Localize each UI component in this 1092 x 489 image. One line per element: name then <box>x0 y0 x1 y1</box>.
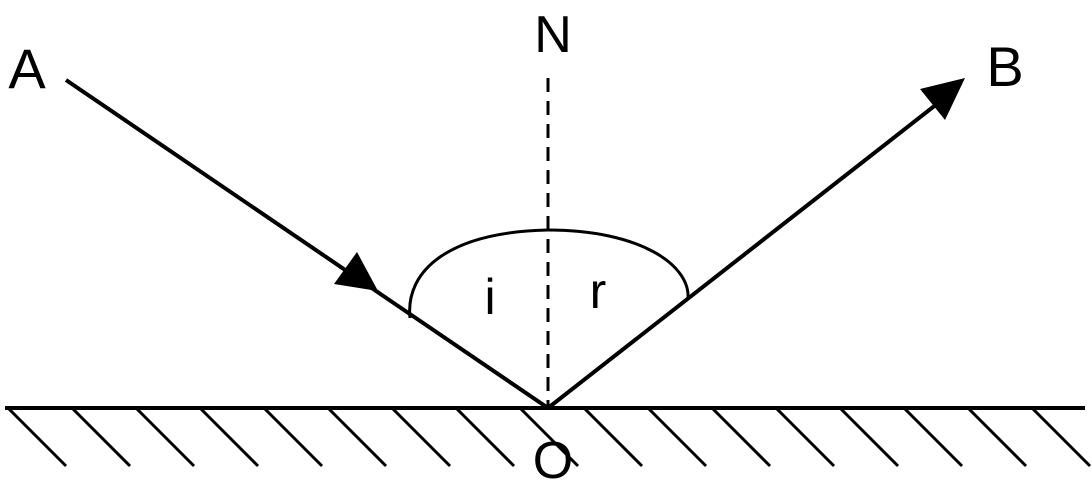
hatch-line <box>1030 406 1092 468</box>
hatch-line <box>710 406 772 468</box>
hatch-line <box>582 406 644 468</box>
mirror-hatching <box>6 406 1092 468</box>
hatch-line <box>646 406 708 468</box>
hatch-line <box>902 406 964 468</box>
incident-ray <box>64 78 550 410</box>
hatch-line <box>262 406 324 468</box>
hatch-line <box>518 406 580 468</box>
hatch-line <box>70 406 132 468</box>
angle-arc <box>408 228 690 319</box>
reflected-ray <box>546 98 944 410</box>
label-o: O <box>533 432 573 489</box>
hatch-line <box>134 406 196 468</box>
label-n: N <box>534 6 572 64</box>
incident-ray-arrowhead <box>334 252 378 291</box>
hatch-line <box>6 406 68 468</box>
hatch-line <box>390 406 452 468</box>
label-a: A <box>8 37 46 100</box>
hatch-line <box>774 406 836 468</box>
label-angle-i: i <box>484 269 495 325</box>
hatch-line <box>198 406 260 468</box>
label-b: B <box>986 35 1023 98</box>
reflected-ray-arrowhead <box>920 78 965 120</box>
hatch-line <box>838 406 900 468</box>
hatch-line <box>454 406 516 468</box>
hatch-line <box>966 406 1028 468</box>
label-angle-r: r <box>590 263 607 319</box>
hatch-line <box>326 406 388 468</box>
